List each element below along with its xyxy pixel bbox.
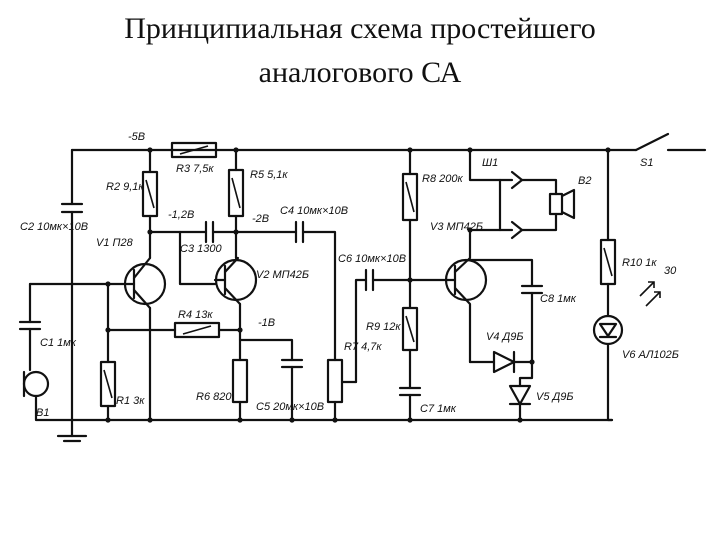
supply-rail: [70, 132, 707, 153]
label-v1: V1 П28: [96, 237, 134, 249]
diode-v4: [468, 350, 535, 374]
label-c2: C2 10мк×10В: [20, 221, 88, 233]
label-c1: C1 1мк: [40, 337, 77, 349]
label-c7: C7 1мк: [420, 403, 457, 415]
diagram-title-line-1: Принципиальная схема простейшего: [124, 12, 596, 45]
label-r1: R1 3к: [116, 395, 145, 407]
label-v4: V4 Д9Б: [486, 331, 524, 343]
label-b1: B1: [36, 407, 49, 419]
label-r5: R5 5,1к: [250, 169, 288, 181]
resistor-r4: [105, 321, 294, 362]
label-r9: R9 12к: [366, 321, 401, 333]
capacitor-c1: [18, 281, 111, 372]
label-c5: C5 20мк×10В: [256, 401, 324, 413]
resistor-r2: [141, 148, 159, 260]
label-r4: R4 13к: [178, 309, 213, 321]
capacitor-c5: [280, 358, 304, 422]
label-r10: R10 1к: [622, 257, 657, 269]
transistor-v3: [444, 228, 488, 364]
capacitor-c2: [60, 148, 84, 422]
label-r3: R3 7,5к: [176, 163, 214, 175]
label-v-2: -2В: [252, 213, 269, 225]
capacitor-c4: [234, 220, 337, 362]
label-b2: B2: [578, 175, 591, 187]
resistor-r3: [170, 141, 218, 159]
earphone-b2: [520, 178, 576, 232]
label-v2: V2 МП42Б: [256, 269, 309, 281]
label-v-1-2: -1,2В: [168, 209, 194, 221]
resistor-r8: [401, 148, 419, 282]
diode-v5: [508, 360, 534, 422]
resistor-r10: [599, 148, 617, 318]
transistor-v2: [213, 256, 258, 362]
label-r7: R7 4,7к: [344, 341, 382, 353]
label-c8: C8 1мк: [540, 293, 577, 305]
microphone-b1: [22, 370, 74, 422]
label-r2: R2 9,1к: [106, 181, 144, 193]
label-c6: C6 10мк×10В: [338, 253, 406, 265]
led-v6: [592, 281, 661, 422]
capacitor-c8: [468, 258, 544, 364]
label-r6: R6 820: [196, 391, 232, 403]
label-v3: V3 МП42Б: [430, 221, 483, 233]
label-c4: C4 10мк×10В: [280, 205, 348, 217]
label-v-1b: -1В: [258, 317, 275, 329]
capacitor-c7: [398, 386, 422, 422]
potentiometer-r7: [326, 278, 368, 422]
resistor-r9: [401, 278, 419, 390]
label-supply: -5В: [128, 131, 145, 143]
label-out-30: 30: [664, 265, 677, 277]
capacitor-c3: [147, 220, 239, 286]
diagram-title-line-2: аналогового СА: [258, 56, 462, 89]
transistor-v1: [106, 256, 167, 422]
resistor-r1: [99, 282, 117, 422]
label-v6: V6 АЛ102Б: [622, 349, 679, 361]
label-v5: V5 Д9Б: [536, 391, 574, 403]
capacitor-c6: [364, 268, 450, 292]
resistor-r5: [227, 148, 245, 260]
label-r8: R8 200к: [422, 173, 463, 185]
label-sh1: Ш1: [482, 157, 498, 169]
component-labels: -5В R3 7,5к R2 9,1к R5 5,1к R8 200к Ш1 S…: [20, 131, 679, 419]
ground-rail: [56, 417, 614, 443]
resistor-r6: [231, 358, 249, 422]
label-c3: C3 1300: [180, 243, 222, 255]
label-s1: S1: [640, 157, 653, 169]
